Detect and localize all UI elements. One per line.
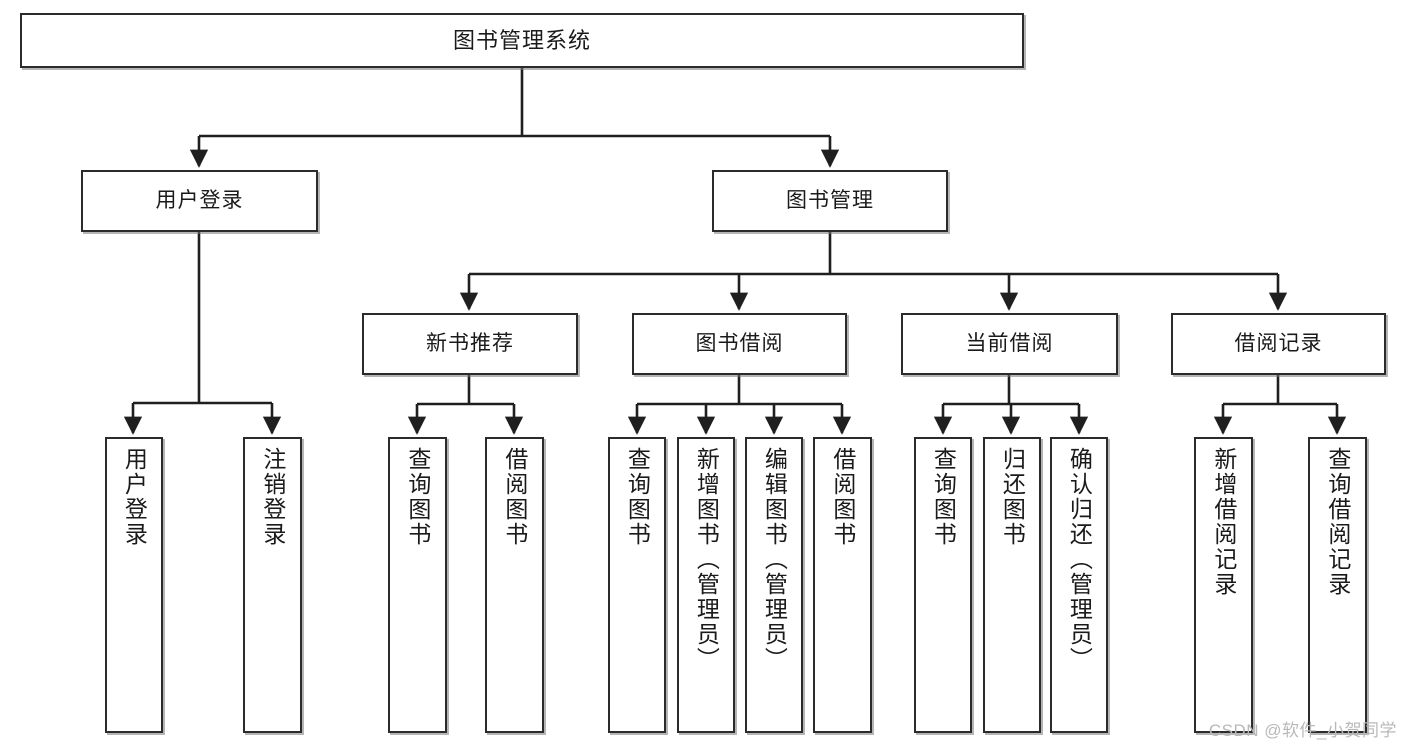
- node-leaf-query-book-3-label: 查询图书: [930, 447, 957, 547]
- node-leaf-query-book-2-label: 查询图书: [624, 447, 651, 547]
- node-leaf-user-login[interactable]: 用户登录: [105, 437, 163, 733]
- node-leaf-borrow-book-1-label: 借阅图书: [501, 447, 528, 547]
- watermark-text: CSDN @软件_小贺同学: [1208, 721, 1397, 740]
- node-user-login[interactable]: 用户登录: [81, 170, 318, 232]
- node-book-manage-label: 图书管理: [786, 188, 874, 212]
- node-leaf-borrow-book-1[interactable]: 借阅图书: [485, 437, 544, 733]
- node-leaf-edit-book-label: 编辑图书（管理员）: [761, 447, 788, 672]
- node-borrow-record-label: 借阅记录: [1234, 331, 1323, 355]
- node-leaf-user-logout-label: 注销登录: [259, 447, 286, 547]
- node-leaf-borrow-book-2-label: 借阅图书: [829, 447, 856, 547]
- node-leaf-add-book[interactable]: 新增图书（管理员）: [677, 437, 735, 733]
- node-root-label: 图书管理系统: [452, 27, 591, 53]
- node-leaf-add-record-label: 新增借阅记录: [1210, 447, 1237, 597]
- node-leaf-query-book-3[interactable]: 查询图书: [914, 437, 972, 733]
- node-new-book-recommend[interactable]: 新书推荐: [362, 313, 578, 375]
- node-leaf-add-record[interactable]: 新增借阅记录: [1194, 437, 1253, 733]
- node-root[interactable]: 图书管理系统: [20, 13, 1024, 68]
- node-leaf-user-logout[interactable]: 注销登录: [243, 437, 302, 733]
- node-leaf-edit-book[interactable]: 编辑图书（管理员）: [745, 437, 803, 733]
- node-current-borrow-label: 当前借阅: [965, 331, 1054, 355]
- node-leaf-query-record-label: 查询借阅记录: [1324, 447, 1351, 597]
- node-leaf-query-book-1[interactable]: 查询图书: [388, 437, 447, 733]
- node-borrow-record[interactable]: 借阅记录: [1171, 313, 1386, 375]
- node-user-login-label: 用户登录: [155, 188, 244, 212]
- node-leaf-confirm-return-label: 确认归还（管理员）: [1066, 447, 1093, 672]
- node-book-borrow-label: 图书借阅: [695, 331, 784, 355]
- node-leaf-return-book-label: 归还图书: [999, 447, 1026, 547]
- node-leaf-query-book-1-label: 查询图书: [404, 447, 431, 547]
- node-book-borrow[interactable]: 图书借阅: [632, 313, 847, 375]
- node-leaf-query-book-2[interactable]: 查询图书: [608, 437, 666, 733]
- node-leaf-borrow-book-2[interactable]: 借阅图书: [813, 437, 872, 733]
- node-leaf-query-record[interactable]: 查询借阅记录: [1308, 437, 1367, 733]
- node-book-manage[interactable]: 图书管理: [712, 170, 948, 232]
- node-leaf-user-login-label: 用户登录: [121, 447, 148, 547]
- node-current-borrow[interactable]: 当前借阅: [901, 313, 1118, 375]
- node-new-book-recommend-label: 新书推荐: [426, 331, 514, 355]
- node-leaf-return-book[interactable]: 归还图书: [983, 437, 1041, 733]
- node-leaf-confirm-return[interactable]: 确认归还（管理员）: [1050, 437, 1108, 733]
- node-leaf-add-book-label: 新增图书（管理员）: [693, 447, 720, 672]
